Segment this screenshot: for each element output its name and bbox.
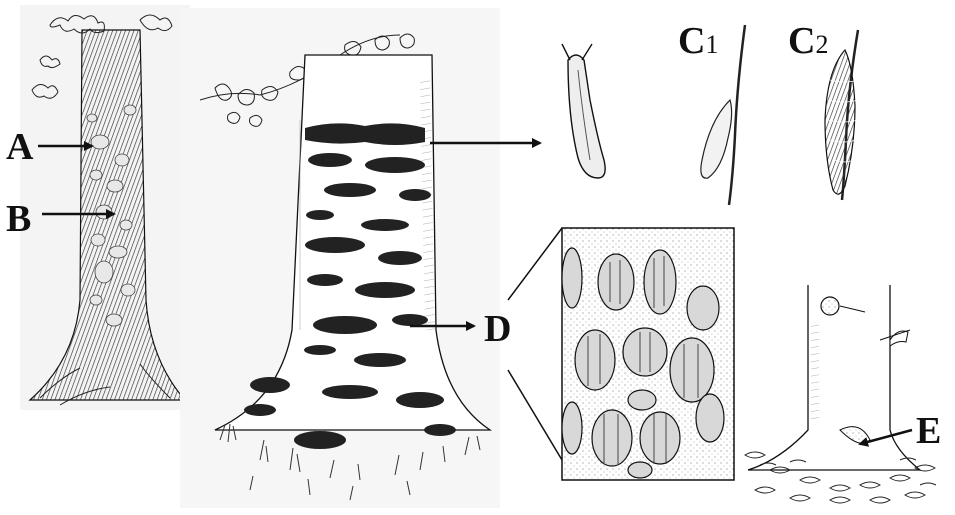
label-a: A (6, 128, 33, 166)
label-c1-sub: 1 (705, 30, 718, 59)
tree-dark-bark (20, 5, 190, 410)
trunk-base-e (745, 285, 936, 503)
label-c2-letter: C (788, 20, 815, 62)
twig-c2 (825, 30, 858, 200)
label-c1-letter: C (678, 20, 705, 62)
label-c2-sub: 2 (815, 30, 828, 59)
slug-illustration (562, 44, 605, 178)
tree-birch (180, 8, 500, 508)
label-c2: C2 (788, 22, 828, 60)
label-e: E (916, 412, 941, 450)
label-d: D (484, 310, 511, 348)
label-b: B (6, 200, 31, 238)
zoom-inset-d (508, 228, 734, 480)
label-c1: C1 (678, 22, 718, 60)
cocoon-c1 (701, 100, 732, 178)
